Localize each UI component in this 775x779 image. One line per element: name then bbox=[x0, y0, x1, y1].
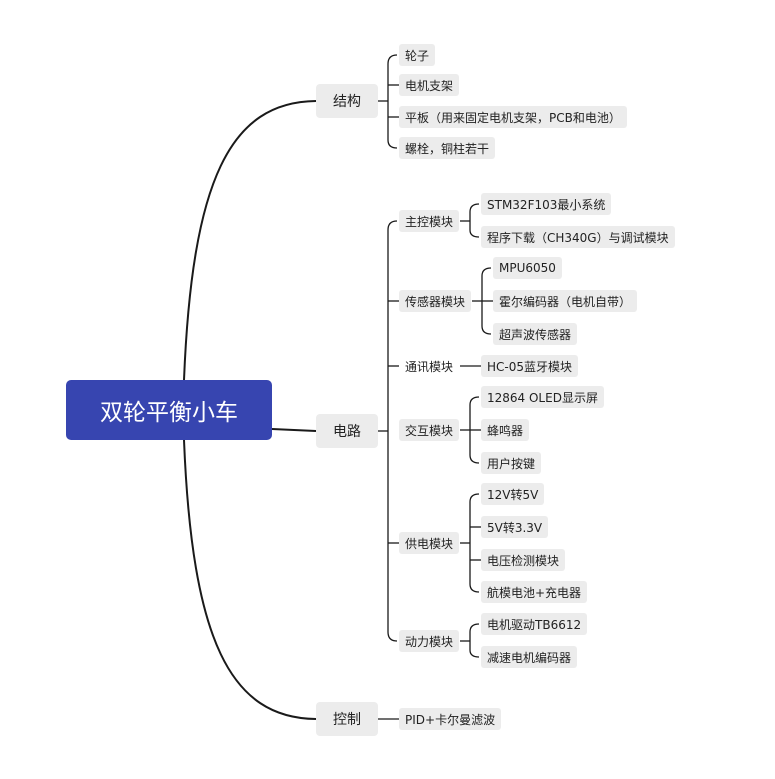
item-user-button[interactable]: 用户按键 bbox=[481, 452, 542, 474]
structure-item-wheels[interactable]: 轮子 bbox=[399, 44, 436, 66]
item-program-download[interactable]: 程序下载（CH340G）与调试模块 bbox=[481, 226, 675, 248]
item-hall-encoder[interactable]: 霍尔编码器（电机自带） bbox=[493, 290, 638, 312]
topic-structure[interactable]: 结构 bbox=[316, 84, 378, 118]
item-hc05-bluetooth[interactable]: HC-05蓝牙模块 bbox=[481, 355, 579, 377]
item-battery-charger[interactable]: 航模电池+充电器 bbox=[481, 581, 588, 603]
structure-item-motor-bracket[interactable]: 电机支架 bbox=[399, 74, 460, 96]
item-12v-to-5v[interactable]: 12V转5V bbox=[481, 483, 545, 505]
item-voltage-detection[interactable]: 电压检测模块 bbox=[481, 549, 566, 571]
item-mpu6050[interactable]: MPU6050 bbox=[493, 257, 562, 279]
topic-circuit[interactable]: 电路 bbox=[316, 414, 378, 448]
module-communication[interactable]: 通讯模块 bbox=[405, 359, 454, 374]
item-geared-motor-encoder[interactable]: 减速电机编码器 bbox=[481, 646, 578, 668]
module-power-supply[interactable]: 供电模块 bbox=[399, 532, 460, 554]
item-pid-kalman[interactable]: PID+卡尔曼滤波 bbox=[399, 708, 502, 730]
root-topic[interactable]: 双轮平衡小车 bbox=[66, 380, 272, 440]
topic-control[interactable]: 控制 bbox=[316, 702, 378, 736]
item-5v-to-3v3[interactable]: 5V转3.3V bbox=[481, 516, 549, 538]
item-oled-display[interactable]: 12864 OLED显示屏 bbox=[481, 386, 604, 408]
module-interaction[interactable]: 交互模块 bbox=[399, 419, 460, 441]
structure-item-bolts[interactable]: 螺栓，铜柱若干 bbox=[399, 137, 496, 159]
module-sensor[interactable]: 传感器模块 bbox=[399, 290, 472, 312]
item-stm32-min-system[interactable]: STM32F103最小系统 bbox=[481, 193, 612, 215]
item-buzzer[interactable]: 蜂鸣器 bbox=[481, 419, 530, 441]
module-main-control[interactable]: 主控模块 bbox=[399, 210, 460, 232]
structure-item-plate[interactable]: 平板（用来固定电机支架，PCB和电池） bbox=[399, 106, 627, 128]
module-drive[interactable]: 动力模块 bbox=[399, 630, 460, 652]
item-ultrasonic-sensor[interactable]: 超声波传感器 bbox=[493, 323, 578, 345]
item-motor-driver-tb6612[interactable]: 电机驱动TB6612 bbox=[481, 613, 588, 635]
